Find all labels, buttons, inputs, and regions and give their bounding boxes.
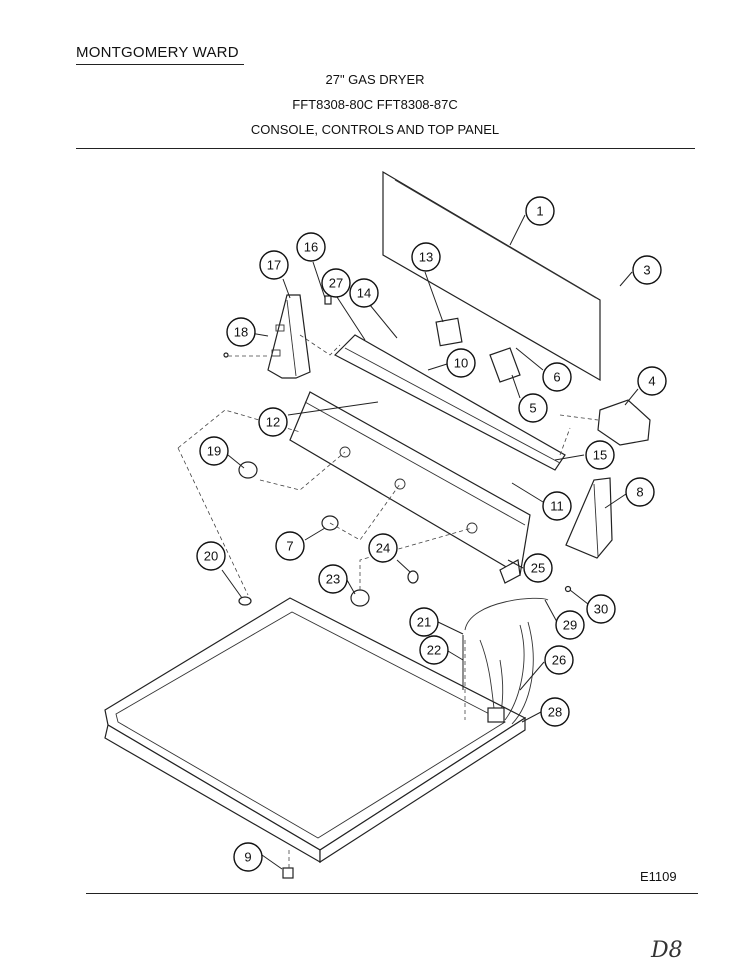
svg-text:29: 29 bbox=[563, 618, 577, 633]
callout-29: 29 bbox=[555, 610, 585, 640]
callout-7: 7 bbox=[275, 531, 305, 561]
part-control-rail bbox=[333, 334, 566, 471]
callout-24: 24 bbox=[368, 533, 398, 563]
svg-text:9: 9 bbox=[244, 850, 251, 865]
brand-name: MONTGOMERY WARD bbox=[76, 44, 239, 61]
callout-3: 3 bbox=[632, 255, 662, 285]
diagram-code: E1109 bbox=[640, 869, 677, 884]
callout-10: 10 bbox=[446, 348, 476, 378]
callout-8: 8 bbox=[625, 477, 655, 507]
callout-30: 30 bbox=[586, 594, 616, 624]
callout-26: 26 bbox=[544, 645, 574, 675]
svg-text:20: 20 bbox=[204, 549, 218, 564]
callout-11: 11 bbox=[542, 491, 572, 521]
svg-text:10: 10 bbox=[454, 356, 468, 371]
callout-5: 5 bbox=[518, 393, 548, 423]
svg-text:3: 3 bbox=[643, 263, 650, 278]
part-timer bbox=[435, 317, 463, 347]
svg-text:18: 18 bbox=[234, 325, 248, 340]
svg-text:6: 6 bbox=[553, 370, 560, 385]
svg-text:23: 23 bbox=[326, 572, 340, 587]
part-right-end-cap bbox=[565, 477, 613, 559]
diagram-title-models: FFT8308-80C FFT8308-87C bbox=[292, 97, 458, 112]
svg-text:28: 28 bbox=[548, 705, 562, 720]
svg-text:15: 15 bbox=[593, 448, 607, 463]
svg-text:30: 30 bbox=[594, 602, 608, 617]
callout-21: 21 bbox=[409, 607, 439, 637]
callout-25: 25 bbox=[523, 553, 553, 583]
callout-19: 19 bbox=[199, 436, 229, 466]
callout-13: 13 bbox=[411, 242, 441, 272]
callout-9: 9 bbox=[233, 842, 263, 872]
svg-text:16: 16 bbox=[304, 240, 318, 255]
callout-6: 6 bbox=[542, 362, 572, 392]
svg-text:25: 25 bbox=[531, 561, 545, 576]
part-top-panel bbox=[104, 597, 527, 864]
footer-divider bbox=[86, 893, 698, 894]
handwritten-page-mark: D8 bbox=[651, 938, 683, 963]
callout-14: 14 bbox=[349, 278, 379, 308]
part-hardware bbox=[223, 295, 572, 879]
diagram-title-product: 27" GAS DRYER bbox=[325, 72, 425, 87]
part-rear-panel bbox=[382, 170, 601, 382]
callout-leader-lines bbox=[221, 214, 639, 870]
callout-1: 1 bbox=[525, 196, 555, 226]
callout-16: 16 bbox=[296, 232, 326, 262]
callout-28: 28 bbox=[540, 697, 570, 727]
callout-12: 12 bbox=[258, 407, 288, 437]
callout-22: 22 bbox=[419, 635, 449, 665]
svg-text:11: 11 bbox=[550, 499, 564, 514]
svg-text:12: 12 bbox=[266, 415, 280, 430]
part-switch bbox=[489, 347, 521, 383]
svg-text:13: 13 bbox=[419, 250, 433, 265]
callout-20: 20 bbox=[196, 541, 226, 571]
diagram-title-section: CONSOLE, CONTROLS AND TOP PANEL bbox=[250, 122, 500, 137]
svg-text:17: 17 bbox=[267, 258, 281, 273]
svg-text:22: 22 bbox=[427, 643, 441, 658]
svg-text:24: 24 bbox=[376, 541, 390, 556]
svg-text:1: 1 bbox=[536, 204, 543, 219]
part-wire-harness bbox=[462, 597, 549, 725]
svg-text:21: 21 bbox=[417, 615, 431, 630]
callout-23: 23 bbox=[318, 564, 348, 594]
svg-text:14: 14 bbox=[357, 286, 371, 301]
callout-27: 27 bbox=[321, 268, 351, 298]
svg-text:4: 4 bbox=[648, 374, 655, 389]
callout-17: 17 bbox=[259, 250, 289, 280]
part-console-front bbox=[289, 391, 531, 584]
part-knobs bbox=[238, 461, 419, 607]
brand-underline bbox=[76, 64, 244, 65]
part-control-module bbox=[597, 399, 651, 446]
svg-text:27: 27 bbox=[329, 276, 343, 291]
callout-4: 4 bbox=[637, 366, 667, 396]
callout-18: 18 bbox=[226, 317, 256, 347]
svg-text:26: 26 bbox=[552, 653, 566, 668]
part-left-end-cap bbox=[267, 294, 311, 379]
callout-15: 15 bbox=[585, 440, 615, 470]
svg-text:19: 19 bbox=[207, 444, 221, 459]
svg-text:5: 5 bbox=[529, 401, 536, 416]
svg-text:8: 8 bbox=[636, 485, 643, 500]
header-divider bbox=[76, 148, 695, 149]
svg-text:7: 7 bbox=[286, 539, 293, 554]
